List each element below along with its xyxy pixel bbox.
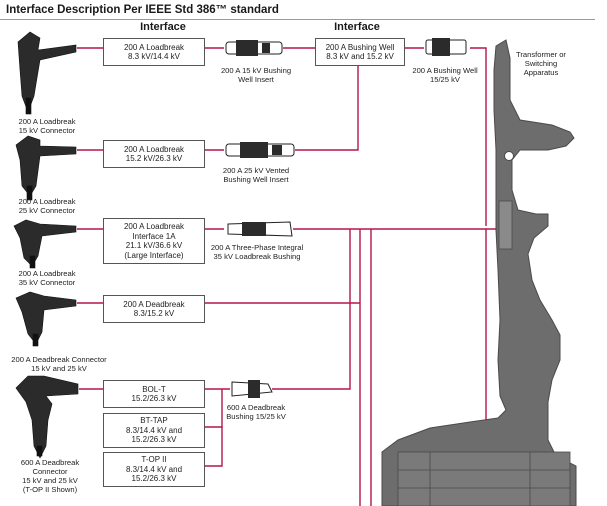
loadbreak-elbow-25kv-icon: [15, 135, 77, 201]
interface-box-bolt: BOL-T 15.2/26.3 kV: [103, 380, 205, 408]
page-title: Interface Description Per IEEE Std 386™ …: [6, 4, 279, 16]
interface-header-left: Interface: [140, 21, 186, 33]
wire-top2-bus: [204, 427, 223, 467]
wire-insert4-bus: [272, 229, 351, 390]
bushing-well-part-icon: [425, 38, 467, 56]
deadbreak-tee-600a-icon: [15, 375, 79, 459]
title-divider: [0, 19, 595, 20]
interface-box-bushing-well: 200 A Bushing Well 8.3 kV and 15.2 kV: [315, 38, 405, 66]
insert-label-25kv: 200 A 25 kV Vented Bushing Well Insert: [222, 166, 290, 184]
deadbreak-elbow-200a-icon: [15, 291, 77, 347]
wire-to-apparatus-top: [470, 47, 487, 226]
insert-label-15kv: 200 A 15 kV Bushing Well Insert: [220, 66, 292, 84]
apparatus-wall: [381, 39, 577, 506]
wire-insert2-bushingwell: [295, 62, 359, 151]
interface-box-loadbreak-25kv: 200 A Loadbreak 15.2 kV/26.3 kV: [103, 140, 205, 168]
interface-box-deadbreak-200a: 200 A Deadbreak 8.3/15.2 kV: [103, 295, 205, 323]
base-plate: [397, 451, 571, 506]
apparatus-label: Transformer or Switching Apparatus: [516, 50, 566, 77]
interface-box-loadbreak-15kv: 200 A Loadbreak 8.3 kV/14.4 kV: [103, 38, 205, 66]
insert-label-600a: 600 A Deadbreak Bushing 15/25 kV: [226, 403, 286, 421]
loadbreak-elbow-35kv-icon: [13, 219, 77, 269]
bushing-well-part-label: 200 A Bushing Well 15/25 kV: [412, 66, 478, 84]
three-phase-integral-bushing-icon: [227, 221, 293, 237]
connector-label-25kv: 200 A Loadbreak 25 kV Connector: [18, 197, 76, 215]
insert-label-35kv: 200 A Three-Phase Integral 35 kV Loadbre…: [210, 243, 304, 261]
interface-header-right: Interface: [334, 21, 380, 33]
interface-box-top-ii: T-OP II 8.3/14.4 kV and 15.2/26.3 kV: [103, 452, 205, 487]
connector-label-35kv: 200 A Loadbreak 35 kV Connector: [18, 269, 76, 287]
interface-box-bt-tap: BT-TAP 8.3/14.4 kV and 15.2/26.3 kV: [103, 413, 205, 448]
bushing-well-insert-15kv-icon: [225, 40, 283, 56]
connector-label-deadbreak-600a: 600 A Deadbreak Connector 15 kV and 25 k…: [20, 458, 80, 494]
vented-bushing-well-insert-25kv-icon: [225, 142, 295, 158]
connector-label-deadbreak-200a: 200 A Deadbreak Connector 15 kV and 25 k…: [11, 355, 107, 373]
loadbreak-elbow-15kv-icon: [17, 31, 77, 115]
interface-box-loadbreak-35kv: 200 A Loadbreak Interface 1A 21.1 kV/36.…: [103, 218, 205, 264]
connector-label-15kv: 200 A Loadbreak 15 kV Connector: [18, 117, 76, 135]
gasket-ring: [504, 151, 514, 161]
bushing-plate: [498, 200, 513, 250]
deadbreak-bushing-600a-icon: [231, 380, 273, 398]
